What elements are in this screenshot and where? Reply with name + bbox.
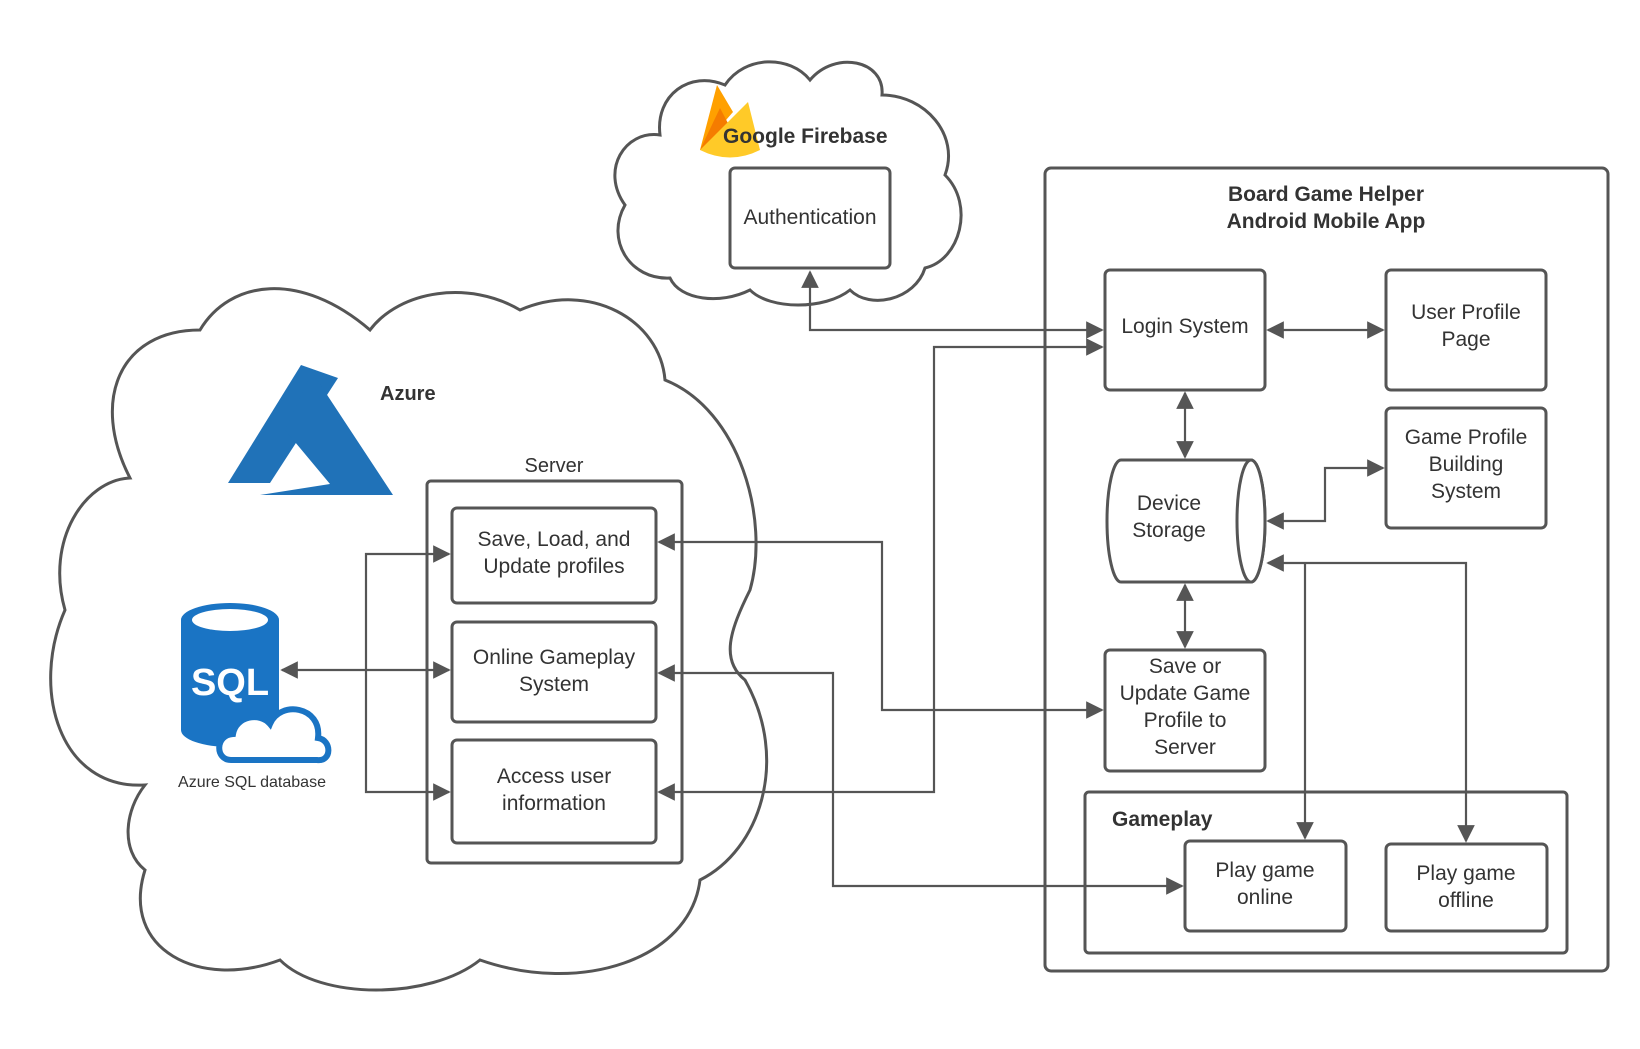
save-load-line1: Save, Load, and	[478, 528, 631, 551]
user-profile-line2: Page	[1441, 328, 1490, 351]
access-user-info-box	[450, 738, 658, 845]
device-storage-line2: Storage	[1132, 519, 1206, 542]
app-title-line1: Board Game Helper	[1228, 183, 1424, 206]
sql-database-icon: SQL	[181, 603, 332, 764]
play-online-box	[1183, 839, 1348, 933]
game-profile-line2: Building	[1429, 453, 1504, 476]
azure-title: Azure	[380, 383, 436, 405]
save-update-line3: Profile to	[1144, 709, 1227, 732]
connector-sql-saveload-access	[364, 545, 451, 801]
online-gameplay-line2: System	[519, 673, 589, 696]
save-update-line2: Update Game	[1120, 682, 1251, 705]
save-load-update-box	[450, 506, 658, 605]
connector-storage-gameprofile	[1266, 459, 1385, 530]
authentication-box	[728, 166, 892, 270]
connector-login-authentication	[801, 270, 1104, 339]
save-update-line4: Server	[1154, 736, 1216, 759]
device-storage-cylinder	[1105, 458, 1267, 584]
sql-database-label: Azure SQL database	[178, 774, 326, 791]
authentication-label: Authentication	[743, 206, 876, 229]
cloud-icon	[216, 706, 332, 764]
server-title: Server	[525, 455, 584, 477]
access-user-line1: Access user	[497, 765, 611, 788]
app-title-line2: Android Mobile App	[1227, 210, 1426, 233]
device-storage-line1: Device	[1137, 492, 1201, 515]
online-gameplay-system-box	[450, 620, 658, 724]
online-gameplay-line1: Online Gameplay	[473, 646, 636, 669]
login-system-box	[1103, 268, 1267, 392]
save-load-line2: Update profiles	[483, 555, 624, 578]
firebase-flame-icon	[700, 85, 760, 158]
azure-logo-icon	[228, 365, 393, 495]
play-offline-box	[1384, 842, 1549, 933]
firebase-title: Google Firebase	[723, 125, 888, 148]
save-update-line1: Save or	[1149, 655, 1221, 678]
game-profile-line3: System	[1431, 480, 1501, 503]
connector-storage-offline	[1266, 554, 1475, 843]
access-user-line2: information	[502, 792, 606, 815]
sql-icon-text: SQL	[191, 662, 269, 704]
game-profile-building-box	[1384, 406, 1548, 530]
play-online-line1: Play game	[1215, 859, 1314, 882]
user-profile-page-box	[1384, 268, 1548, 392]
game-profile-line1: Game Profile	[1405, 426, 1528, 449]
login-system-label: Login System	[1121, 315, 1248, 338]
connector-gameplay-playonline	[657, 664, 1184, 895]
play-online-line2: online	[1237, 886, 1293, 909]
play-offline-line2: offline	[1438, 889, 1494, 912]
play-offline-line1: Play game	[1416, 862, 1515, 885]
gameplay-title: Gameplay	[1112, 808, 1213, 831]
user-profile-line1: User Profile	[1411, 301, 1521, 324]
